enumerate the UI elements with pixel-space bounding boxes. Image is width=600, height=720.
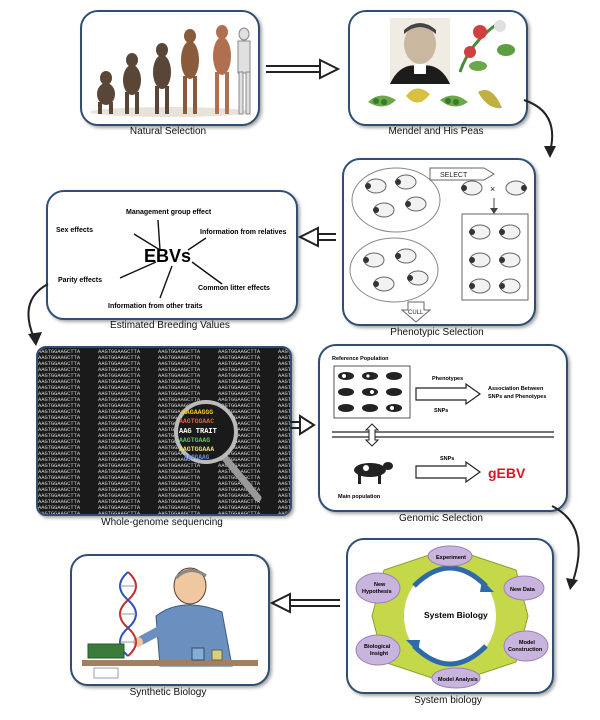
snps-top-label: SNPs: [434, 408, 448, 414]
curved-arrow-mendel-to-phenotypic: [523, 99, 556, 158]
ebv-management: Management group effect: [126, 209, 212, 216]
caption-sysbio: System biology: [414, 695, 482, 706]
node-biological-insight: [355, 634, 401, 666]
ebv-parity: Parity effects: [58, 277, 102, 284]
select-label: SELECT: [440, 172, 468, 179]
ebv-relatives: Information from relatives: [200, 229, 286, 236]
node-new-hypothesis: [355, 572, 401, 604]
phenotypic-selection-panel: SELECT × CULL: [342, 158, 536, 326]
ebv-sex: Sex effects: [56, 227, 93, 234]
magnified-seq-1: AAGAAGGG: [182, 409, 213, 416]
genomic-selection-diagram: Reference Population Phenotypes SNPs Ass…: [332, 356, 554, 500]
main-population-cow: [354, 462, 393, 484]
curved-arrow-genomic-to-sysbio: [551, 505, 580, 590]
ebv-center-label: EBVs: [144, 246, 191, 266]
gebv-label: gEBV: [488, 465, 526, 481]
caption-natural-selection: Natural Selection: [129, 126, 207, 137]
system-biology-panel: System Biology Experiment New Data Model…: [346, 538, 554, 694]
sysbio-center-title: System Biology: [424, 610, 488, 620]
magnified-seq-3: AAGTGAAG: [179, 437, 210, 444]
human-evolution-illustration: [90, 25, 251, 117]
magnified-seq-2: AAGTGGAAC: [179, 418, 214, 425]
ape-figure-3: [153, 43, 171, 114]
magnifier-lens: [174, 400, 238, 464]
magnified-seq-4: AAGTGGAAA: [179, 446, 214, 453]
magnified-seq-trait: AAG TRAIT: [179, 428, 217, 436]
main-population-label: Main population: [338, 494, 381, 500]
mendel-peas-illustration: [368, 18, 515, 109]
magnifier-handle: [216, 448, 262, 502]
arrow-to-association: [415, 382, 482, 406]
phenotypes-label: Phenotypes: [432, 376, 463, 382]
sheep-flock: [363, 174, 527, 294]
pea-pods: [368, 88, 502, 109]
magnified-seq-5: AAGGAAG: [184, 454, 210, 461]
cross-symbol: ×: [490, 184, 495, 194]
dna-sequence-illustration: AAGTGGAAGCTTA AAGAAGGG AAGTGGAAC AAG TRA…: [38, 348, 290, 514]
ebv-litter: Common litter effects: [198, 285, 270, 292]
arrow-natural-to-mendel: [266, 58, 340, 80]
wgs-panel: AAGTGGAAGCTTA AAGAAGGG AAGTGGAAC AAG TRA…: [36, 346, 292, 516]
ebv-panel: EBVs Management group effect Sex effects…: [46, 190, 298, 320]
snps-bottom-label: SNPs: [440, 456, 454, 462]
caption-mendel: Mendel and His Peas: [388, 126, 484, 137]
node-experiment: [427, 545, 473, 567]
arrow-to-gebv: [415, 460, 482, 484]
natural-selection-panel: [80, 10, 260, 126]
scientist-illustration: [82, 567, 258, 679]
reference-population-label: Reference Population: [332, 356, 389, 362]
caption-phenotypic: Phenotypic Selection: [390, 327, 484, 338]
node-model-construction: [503, 630, 549, 662]
mendel-panel: [348, 10, 528, 126]
ape-figure-2: [123, 53, 141, 114]
caption-synthetic: Synthetic Biology: [129, 687, 207, 698]
label-model-analysis: Model Analysis: [438, 677, 478, 683]
label-new-data: New Data: [510, 587, 536, 593]
system-biology-cycle: System Biology Experiment New Data Model…: [355, 545, 549, 689]
ape-figure-4: [181, 29, 199, 114]
arrow-phenotypic-to-ebv: [298, 226, 336, 248]
cull-label: CULL: [408, 310, 424, 316]
node-new-data: [503, 575, 545, 601]
ebv-diagram: EBVs Management group effect Sex effects…: [56, 209, 286, 310]
pea-plant: [458, 20, 515, 73]
node-model-analysis: [431, 667, 481, 689]
human-figure: [213, 25, 231, 114]
lab-bench: [82, 643, 258, 679]
select-arrow: [429, 167, 495, 181]
robot-figure: [237, 27, 251, 115]
synthetic-biology-panel: [70, 554, 270, 686]
arrow-sysbio-to-synthetic: [270, 592, 340, 614]
vertical-double-arrow: [364, 423, 380, 447]
caption-ebv: Estimated Breeding Values: [110, 320, 230, 331]
mendel-portrait: [390, 18, 450, 84]
ebv-other: Information from other traits: [108, 303, 203, 310]
dna-helix-model: [119, 571, 137, 657]
caption-wgs: Whole-genome sequencing: [101, 517, 223, 528]
cull-arrow: [400, 301, 432, 323]
curved-arrow-ebv-to-wgs: [27, 283, 49, 346]
arrow-wgs-to-genomic: [290, 414, 316, 436]
phenotypic-selection-illustration: SELECT × CULL: [349, 167, 529, 323]
genomic-selection-panel: Reference Population Phenotypes SNPs Ass…: [318, 344, 568, 512]
ape-figure-1: [97, 71, 115, 114]
caption-genomic: Genomic Selection: [399, 513, 483, 524]
label-experiment: Experiment: [436, 555, 466, 561]
